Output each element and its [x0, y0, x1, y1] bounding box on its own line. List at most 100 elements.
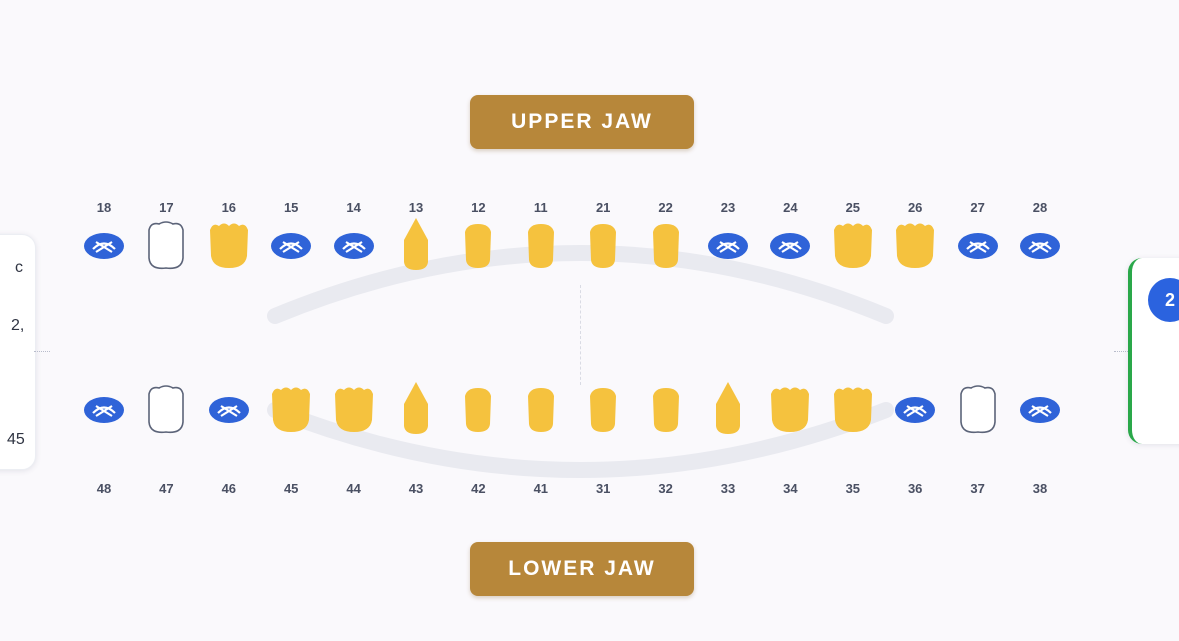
left-card-text-2: 2,	[11, 317, 25, 334]
tooth-28-icon	[1020, 233, 1060, 259]
tooth-number-45: 45	[283, 481, 299, 496]
tooth-26-icon	[896, 223, 935, 268]
tooth-number-31: 31	[595, 481, 611, 496]
left-card-text-1: c	[15, 259, 23, 276]
tooth-46-missing[interactable]	[205, 382, 253, 438]
tooth-18-missing[interactable]	[80, 218, 128, 274]
tooth-number-12: 12	[471, 200, 486, 215]
tooth-23-missing[interactable]	[704, 218, 752, 274]
tooth-22-crown-incisor[interactable]	[642, 218, 690, 274]
tooth-number-33: 33	[720, 481, 736, 496]
tooth-number-24: 24	[783, 200, 798, 215]
tooth-17-icon	[148, 221, 185, 270]
tooth-31-crown-incisor[interactable]	[579, 382, 627, 438]
tooth-36-icon	[895, 397, 936, 423]
tooth-number-13: 13	[408, 200, 424, 215]
tooth-21-icon	[590, 224, 617, 268]
tooth-48-missing[interactable]	[80, 382, 128, 438]
tooth-21-crown-incisor[interactable]	[579, 218, 627, 274]
tooth-number-46: 46	[221, 481, 237, 496]
tooth-number-17: 17	[159, 200, 174, 215]
tooth-34-icon	[771, 387, 810, 432]
tooth-37-icon	[959, 385, 996, 434]
tooth-number-47: 47	[159, 481, 174, 496]
tooth-35-icon	[833, 387, 872, 432]
tooth-44-crown-molar[interactable]	[330, 382, 378, 438]
tooth-number-34: 34	[783, 481, 798, 496]
tooth-22-icon	[652, 224, 679, 268]
tooth-38-icon	[1020, 397, 1060, 423]
tooth-37-healthy[interactable]	[954, 382, 1002, 438]
tooth-number-36: 36	[907, 481, 923, 496]
tooth-43-crown-canine[interactable]	[392, 382, 440, 438]
tooth-13-crown-canine[interactable]	[392, 218, 440, 274]
tooth-number-32: 32	[658, 481, 673, 496]
tooth-41-icon	[527, 388, 554, 432]
tooth-42-crown-incisor[interactable]	[454, 382, 502, 438]
tooth-number-11: 11	[533, 200, 548, 215]
tooth-number-35: 35	[845, 481, 861, 496]
tooth-47-icon	[148, 385, 185, 434]
tooth-17-healthy[interactable]	[142, 218, 190, 274]
tooth-number-42: 42	[471, 481, 486, 496]
left-connector	[34, 351, 50, 352]
tooth-number-25: 25	[845, 200, 861, 215]
tooth-42-icon	[465, 388, 492, 432]
tooth-number-38: 38	[1032, 481, 1048, 496]
tooth-number-23: 23	[720, 200, 736, 215]
jaw-midline	[580, 285, 581, 385]
count-badge: 2	[1148, 278, 1179, 322]
tooth-36-missing[interactable]	[891, 382, 939, 438]
tooth-number-28: 28	[1032, 200, 1048, 215]
tooth-25-crown-molar[interactable]	[829, 218, 877, 274]
tooth-18-icon	[84, 233, 124, 259]
tooth-32-crown-incisor[interactable]	[642, 382, 690, 438]
tooth-number-44: 44	[346, 481, 361, 496]
tooth-number-18: 18	[96, 200, 112, 215]
left-card-text-3: 45	[7, 431, 25, 448]
tooth-11-icon	[527, 224, 554, 268]
tooth-45-icon	[272, 387, 311, 432]
tooth-15-icon	[271, 233, 312, 259]
tooth-27-icon	[957, 233, 998, 259]
tooth-28-missing[interactable]	[1016, 218, 1064, 274]
tooth-number-14: 14	[346, 200, 361, 215]
tooth-27-missing[interactable]	[954, 218, 1002, 274]
tooth-11-crown-incisor[interactable]	[517, 218, 565, 274]
tooth-44-icon	[334, 387, 373, 432]
tooth-47-healthy[interactable]	[142, 382, 190, 438]
tooth-16-crown-molar[interactable]	[205, 218, 253, 274]
tooth-26-crown-molar[interactable]	[891, 218, 939, 274]
tooth-25-icon	[833, 223, 872, 268]
tooth-33-crown-canine[interactable]	[704, 382, 752, 438]
lower-jaw-label: LOWER JAW	[470, 542, 694, 596]
tooth-number-21: 21	[595, 200, 611, 215]
tooth-34-crown-molar[interactable]	[766, 382, 814, 438]
tooth-number-37: 37	[970, 481, 985, 496]
tooth-14-missing[interactable]	[330, 218, 378, 274]
tooth-38-missing[interactable]	[1016, 382, 1064, 438]
tooth-number-48: 48	[96, 481, 112, 496]
tooth-number-16: 16	[221, 200, 237, 215]
tooth-16-icon	[209, 223, 248, 268]
tooth-31-icon	[590, 388, 617, 432]
tooth-45-crown-molar[interactable]	[267, 382, 315, 438]
tooth-number-26: 26	[907, 200, 923, 215]
tooth-41-crown-incisor[interactable]	[517, 382, 565, 438]
upper-jaw-label: UPPER JAW	[470, 95, 694, 149]
tooth-23-icon	[708, 233, 748, 259]
left-info-card[interactable]: c 2, 45	[0, 234, 36, 470]
tooth-number-27: 27	[970, 200, 985, 215]
tooth-13-icon	[404, 218, 428, 270]
tooth-24-icon	[770, 233, 811, 259]
tooth-15-missing[interactable]	[267, 218, 315, 274]
tooth-14-icon	[333, 233, 374, 259]
tooth-32-icon	[652, 388, 679, 432]
tooth-12-crown-incisor[interactable]	[454, 218, 502, 274]
tooth-24-missing[interactable]	[766, 218, 814, 274]
right-connector	[1114, 351, 1128, 352]
tooth-35-crown-molar[interactable]	[829, 382, 877, 438]
tooth-12-icon	[465, 224, 492, 268]
tooth-48-icon	[84, 397, 124, 423]
